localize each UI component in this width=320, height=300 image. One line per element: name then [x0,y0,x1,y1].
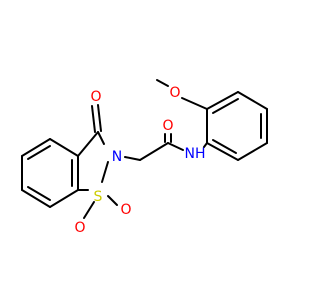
benzene-inner-3 [27,145,51,160]
structure-svg: O O NH O N S O O [21,79,268,236]
bond-nh-carbonyl [167,142,184,151]
bond-aryl-5 [206,142,239,161]
ring-c3-n [97,131,105,145]
atom-sulfonyl-oxygen-right: O [120,202,131,218]
bond-layer [21,79,268,219]
atom-carbonyl-oxygen: O [90,89,101,105]
atom-amide-oxygen: O [162,118,173,134]
atom-amide-nitrogen: NH [185,146,206,162]
atom-ring-nitrogen: N [112,149,122,165]
bond-aryl-inner-1 [212,98,239,114]
carbonyl-bond-a [91,105,96,133]
bond-ch2-n [124,156,141,161]
bond-o-aryl [181,97,208,110]
bond-aryl-inner-3 [212,139,237,154]
benzene-bond-5 [21,138,51,157]
ring-n-s [101,161,109,183]
atom-sulfur: S [94,189,103,205]
benzene-bond-2 [49,189,79,208]
bond-methyl-o [156,79,169,87]
bond-carbonyl-ch2 [139,142,169,161]
bond-aryl-2 [237,91,268,110]
ring-c3a-c3 [77,131,99,157]
atom-layer: O O NH O N S O O [74,85,205,236]
carbonyl-bond-b [97,104,102,132]
benzene-inner-2 [27,186,51,201]
sulfonyl-bond-right [107,195,118,206]
atom-methoxy-oxygen: O [169,85,180,101]
atom-sulfonyl-oxygen-left: O [74,220,85,236]
bond-aryl-1 [206,91,239,110]
bond-aryl-4 [237,142,268,161]
bond-aryl-nh [203,142,208,148]
molecule-diagram: O O NH O N S O O [21,79,268,236]
benzene-bond-6 [49,138,79,157]
sulfonyl-bond-left [83,201,95,219]
benzene-bond-3 [21,189,51,208]
